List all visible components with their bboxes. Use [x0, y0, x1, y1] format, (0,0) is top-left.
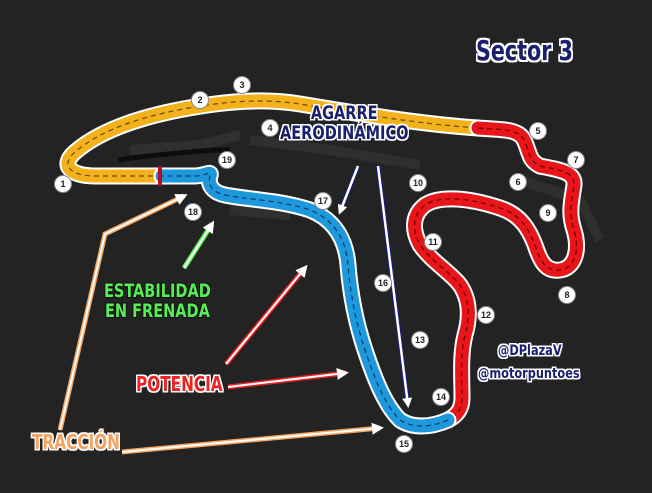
braking-stability-label: ESTABILIDAD EN FRENADA [104, 280, 211, 322]
turn-marker-15: 15 [395, 435, 413, 453]
turn-marker-4: 4 [261, 119, 279, 137]
turn-marker-9: 9 [539, 204, 557, 222]
turn-marker-6: 6 [509, 173, 527, 191]
traction-label: TRACCIÓN [32, 430, 120, 454]
turn-marker-10: 10 [409, 174, 427, 192]
turn-marker-12: 12 [477, 306, 495, 324]
power-arrows [224, 264, 349, 390]
turn-marker-3: 3 [233, 76, 251, 94]
turn-marker-2: 2 [191, 91, 209, 109]
turn-marker-18: 18 [184, 203, 202, 221]
turn-marker-17: 17 [314, 192, 332, 210]
sector-title: Sector 3 [476, 34, 573, 67]
sector-3-track [153, 164, 457, 435]
turn-marker-16: 16 [374, 274, 392, 292]
power-label: POTENCIA [136, 372, 223, 396]
stability-arrow [181, 220, 215, 270]
turn-marker-11: 11 [424, 233, 442, 251]
aero-grip-label: AGARRE AERODINÁMICO [280, 102, 409, 144]
turn-marker-1: 1 [54, 175, 72, 193]
turn-marker-7: 7 [567, 151, 585, 169]
credit-handle-1: @DPlazaV [498, 343, 562, 359]
sector-2-track [406, 119, 585, 429]
pit-lane [117, 147, 230, 163]
turn-marker-8: 8 [558, 286, 576, 304]
turn-marker-13: 13 [411, 331, 429, 349]
sector-1-track [59, 92, 487, 185]
start-finish-line [158, 166, 162, 186]
aero-arrows [337, 165, 413, 408]
turn-marker-5: 5 [529, 122, 547, 140]
turn-marker-14: 14 [432, 388, 450, 406]
credit-handle-2: @motorpuntoes [478, 366, 580, 382]
turn-marker-19: 19 [218, 151, 236, 169]
traction-arrows [57, 193, 384, 455]
